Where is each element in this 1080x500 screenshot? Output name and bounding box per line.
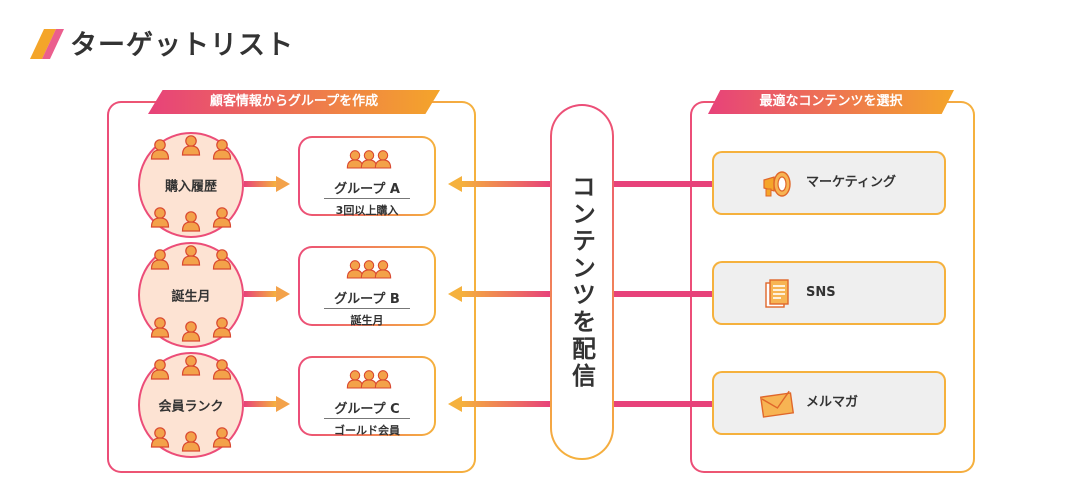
person-icon	[181, 354, 201, 376]
person-icon	[181, 320, 201, 342]
person-icon	[150, 248, 170, 270]
arrow-criterion-a	[244, 176, 290, 192]
group-divider	[324, 308, 410, 309]
line-channel-3	[610, 401, 714, 407]
arrow-to-group-a	[448, 176, 550, 192]
channel-box: メルマガ	[712, 371, 946, 435]
person-icon	[212, 316, 232, 338]
channel-box: SNS	[712, 261, 946, 325]
distribution-pill: コンテンツを配信	[550, 104, 614, 460]
group-detail: ゴールド会員	[334, 424, 400, 437]
line-channel-2	[610, 291, 714, 297]
arrow-criterion-b	[244, 286, 290, 302]
right-panel-banner: 最適なコンテンツを選択	[708, 90, 954, 114]
criterion-circle: 購入履歴	[138, 132, 244, 238]
page-title: ターゲットリスト	[70, 30, 294, 61]
megaphone-icon	[763, 171, 791, 197]
person-icon	[212, 426, 232, 448]
person-icon	[212, 248, 232, 270]
left-panel-banner: 顧客情報からグループを作成	[148, 90, 440, 114]
channel-label: マーケティング	[806, 175, 896, 190]
group-divider	[324, 198, 410, 199]
group-divider	[324, 418, 410, 419]
person-icon	[150, 316, 170, 338]
envelope-icon	[760, 390, 794, 418]
line-channel-1	[610, 181, 714, 187]
channel-box: マーケティング	[712, 151, 946, 215]
arrow-criterion-c	[244, 396, 290, 412]
person-icon	[181, 430, 201, 452]
group-name: グループ B	[334, 292, 400, 307]
person-icon	[181, 244, 201, 266]
person-icon	[212, 358, 232, 380]
group-detail: 誕生月	[350, 314, 384, 327]
group-box: グループ B 誕生月	[298, 246, 436, 327]
group-box: グループ C ゴールド会員	[298, 356, 436, 437]
person-icon	[181, 134, 201, 156]
person-icon	[150, 206, 170, 228]
arrow-to-group-c	[448, 396, 550, 412]
person-icon	[150, 358, 170, 380]
group-name: グループ A	[334, 182, 400, 197]
criterion-circle: 会員ランク	[138, 352, 244, 458]
person-icon	[150, 138, 170, 160]
title-accent-icon	[30, 29, 66, 59]
distribution-label: コンテンツを配信	[567, 174, 596, 390]
person-icon	[150, 426, 170, 448]
person-icon	[212, 138, 232, 160]
document-icon	[765, 279, 789, 308]
person-icon	[181, 210, 201, 232]
criterion-label: 誕生月	[171, 289, 211, 305]
criterion-label: 会員ランク	[158, 399, 224, 415]
criterion-circle: 誕生月	[138, 242, 244, 348]
arrow-to-group-b	[448, 286, 550, 302]
criterion-label: 購入履歴	[164, 179, 217, 195]
group-name: グループ C	[334, 402, 400, 417]
people-group-icon	[346, 150, 392, 169]
channel-label: SNS	[806, 285, 836, 300]
people-group-icon	[346, 260, 392, 279]
group-box: グループ A 3回以上購入	[298, 136, 436, 217]
channel-label: メルマガ	[806, 395, 859, 410]
person-icon	[212, 206, 232, 228]
group-detail: 3回以上購入	[335, 204, 399, 217]
people-group-icon	[346, 370, 392, 389]
